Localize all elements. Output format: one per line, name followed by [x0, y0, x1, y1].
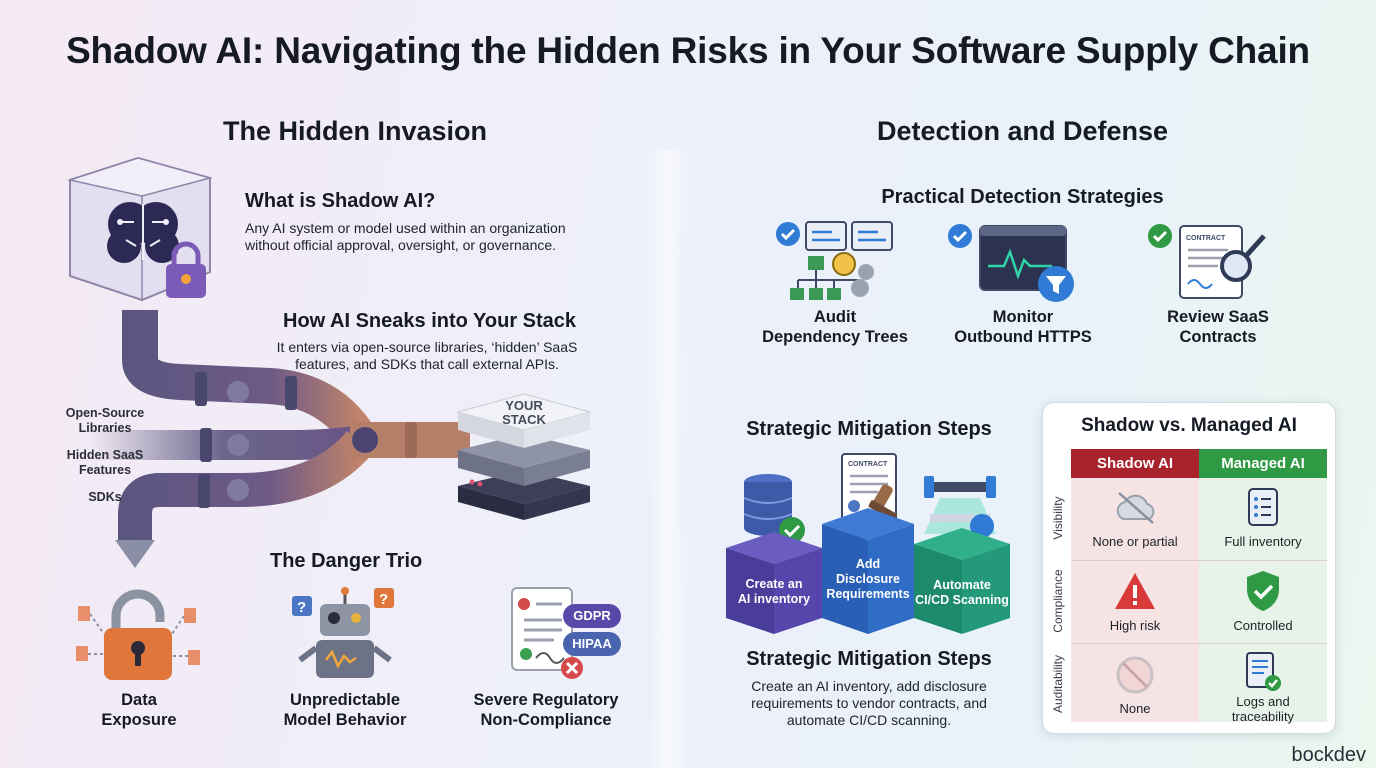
source-saas-line1: Hidden SaaS [66, 448, 144, 462]
robot-icon: ? ? [292, 587, 394, 678]
managed-compliance-value: Controlled [1233, 618, 1293, 633]
danger-item-2-line1: Unpredictable [289, 691, 401, 709]
what-is-shadow-ai-heading: What is Shadow AI? [245, 190, 436, 212]
mitigation-text-line-3: automate CI/CD scanning. [786, 712, 952, 728]
source-sdks: SDKs [88, 490, 122, 504]
gdpr-badge: GDPR [563, 604, 621, 628]
how-text-line-2: features, and SDKs that call external AP… [295, 356, 559, 372]
shadow-auditability-value: None [1119, 701, 1151, 716]
hipaa-badge: HIPAA [563, 632, 621, 656]
detection-item-3-line1: Review SaaS [1167, 308, 1269, 326]
svg-text:?: ? [379, 591, 388, 608]
managed-visibility-value: Full inventory [1224, 534, 1302, 549]
mitigation-text-line-2: requirements to vendor contracts, and [751, 695, 987, 711]
shadow-ai-header: Shadow AI [1071, 449, 1199, 478]
server-stack-icon [456, 393, 592, 520]
how-text-line-1: It enters via open-source libraries, ‘hi… [276, 339, 578, 355]
contract-review-icon: CONTRACT [1148, 224, 1266, 299]
your-stack-label-1: YOUR [505, 398, 543, 413]
warning-icon [1115, 573, 1155, 609]
detection-item-3-line2: Contracts [1179, 328, 1257, 346]
mitigation-heading-top: Strategic Mitigation Steps [746, 418, 992, 440]
mitigation-block-2-line3: Requirements [826, 587, 910, 601]
detection-item-2-line1: Monitor [992, 308, 1054, 326]
source-saas-line2: Features [78, 463, 132, 477]
row-label-visibility: Visibility [1051, 496, 1065, 540]
no-symbol-icon [1116, 656, 1154, 694]
managed-ai-header: Managed AI [1199, 449, 1327, 478]
shadow-compliance-value: High risk [1109, 618, 1161, 633]
shadow-visibility-value: None or partial [1092, 534, 1178, 549]
page-title: Shadow AI: Navigating the Hidden Risks i… [66, 30, 1310, 71]
how-ai-sneaks-heading: How AI Sneaks into Your Stack [283, 310, 577, 332]
detection-item-1-line2: Dependency Trees [762, 328, 908, 346]
brain-cube-lock-icon [67, 156, 213, 302]
danger-item-1-line2: Exposure [101, 711, 177, 729]
detection-item-1-line1: Audit [813, 308, 857, 326]
mitigation-heading-bottom: Strategic Mitigation Steps [746, 648, 992, 670]
danger-item-3-line1: Severe Regulatory [473, 691, 619, 709]
left-heading: The Hidden Invasion [222, 116, 488, 146]
row-label-auditability: Auditability [1051, 654, 1065, 714]
svg-text:?: ? [297, 599, 306, 616]
comparison-card: Shadow vs. Managed AI Shadow AI Managed … [1042, 402, 1336, 734]
detection-heading: Practical Detection Strategies [881, 186, 1164, 208]
right-heading: Detection and Defense [876, 116, 1169, 146]
dependency-tree-icon [776, 221, 893, 300]
danger-trio-heading: The Danger Trio [270, 550, 423, 572]
mitigation-block-2-line2: Disclosure [836, 572, 900, 586]
danger-item-3-line2: Non-Compliance [480, 711, 612, 729]
source-open-source-line1: Open-Source [65, 406, 145, 420]
row-divider [1071, 560, 1327, 561]
section-divider [648, 150, 688, 768]
compliance-document-icon [511, 587, 583, 679]
danger-item-2-line2: Model Behavior [283, 711, 407, 729]
broken-lock-icon [76, 589, 200, 680]
contract-word-1: CONTRACT [1186, 235, 1226, 242]
row-label-compliance: Compliance [1051, 569, 1065, 633]
source-open-source-line2: Libraries [78, 421, 132, 435]
contract-word-2: CONTRACT [848, 461, 888, 468]
mitigation-block-2-line1: Add [855, 557, 881, 571]
shield-check-icon [1247, 571, 1279, 611]
mitigation-block-3-line2: CI/CD Scanning [915, 593, 1009, 607]
cloud-off-icon [1116, 492, 1155, 524]
managed-auditability-value-line2: traceability [1231, 709, 1295, 724]
danger-item-1-line1: Data [121, 691, 157, 709]
mitigation-block-1-line1: Create an [745, 577, 803, 591]
row-divider [1071, 643, 1327, 644]
monitor-network-icon [948, 224, 1074, 302]
your-stack-label-2: STACK [502, 412, 546, 427]
pipes-illustration [90, 310, 470, 568]
what-is-text-line-1: Any AI system or model used within an or… [245, 220, 566, 236]
mitigation-blocks-illustration: CONTRACT [726, 453, 1010, 634]
mitigation-text-line-1: Create an AI inventory, add disclosure [751, 678, 987, 694]
mitigation-block-1-line2: AI inventory [737, 592, 811, 606]
mitigation-block-3-line1: Automate [933, 578, 991, 592]
managed-auditability-value-line1: Logs and [1236, 694, 1290, 709]
log-document-icon [1246, 652, 1281, 691]
detection-item-2-line2: Outbound HTTPS [954, 328, 1092, 346]
comparison-title: Shadow vs. Managed AI [1081, 415, 1297, 436]
what-is-text-line-2: without official approval, oversight, or… [245, 237, 557, 253]
watermark: bockdev [1291, 744, 1367, 766]
inventory-list-icon [1248, 488, 1278, 526]
